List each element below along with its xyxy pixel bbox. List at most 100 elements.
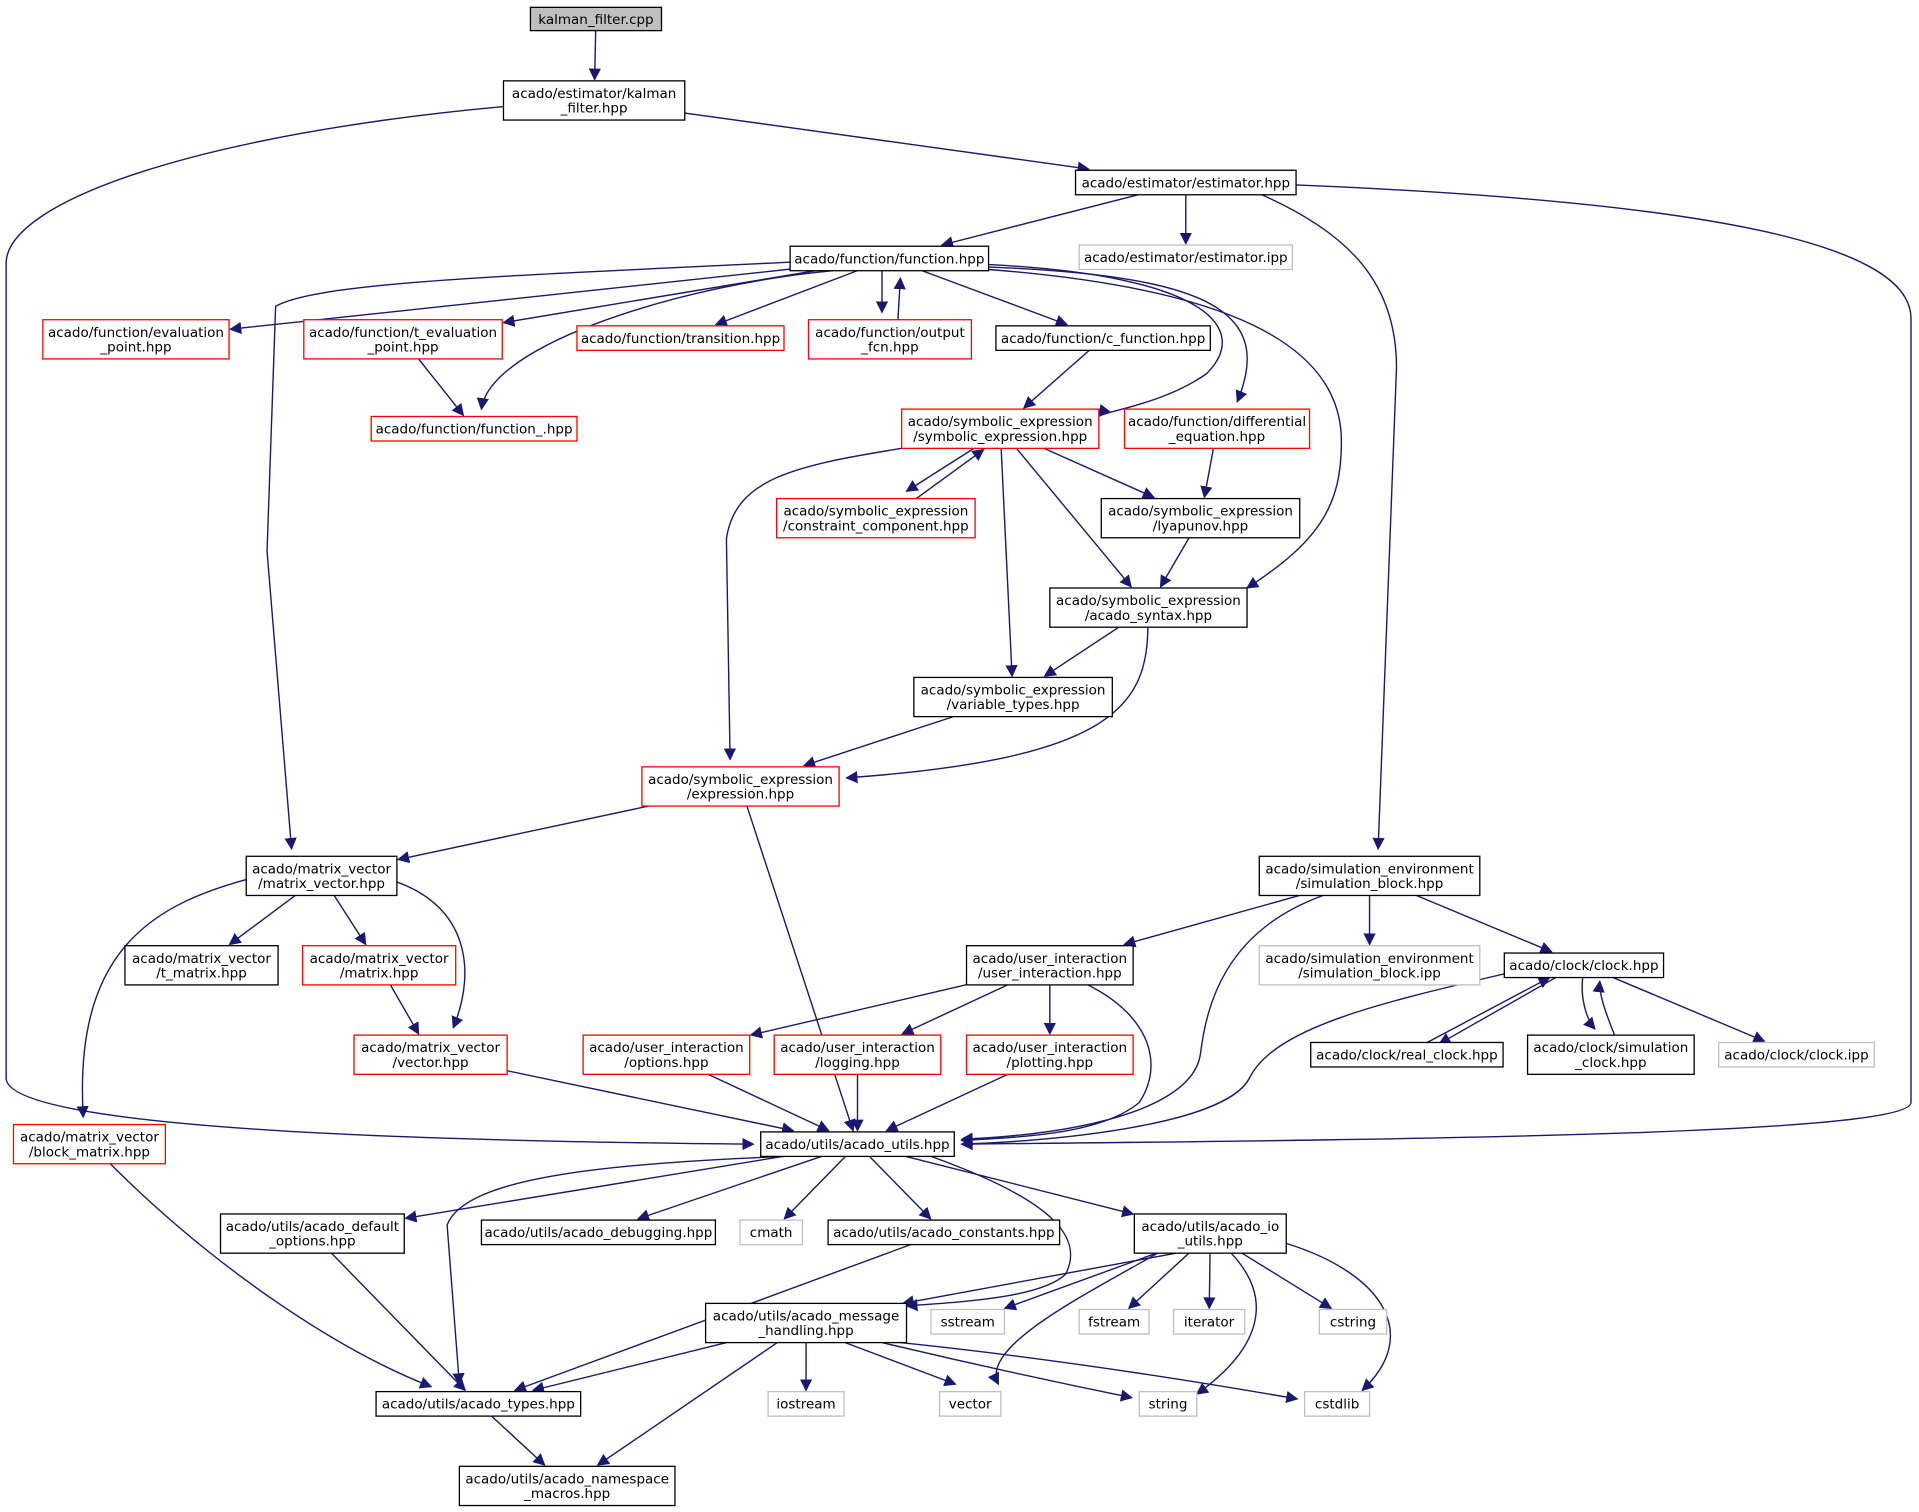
node-label-kalman_hpp: _filter.hpp	[560, 101, 628, 117]
node-t_matrix[interactable]: acado/matrix_vector/t_matrix.hpp	[124, 945, 279, 986]
node-real_clock[interactable]: acado/clock/real_clock.hpp	[1310, 1041, 1504, 1068]
edge-acado_syntax-to-expression	[845, 627, 1147, 784]
node-label-function_: acado/function/function_.hpp	[376, 422, 573, 438]
node-default_options[interactable]: acado/utils/acado_default_options.hpp	[219, 1213, 405, 1254]
node-variable_types[interactable]: acado/symbolic_expression/variable_types…	[913, 676, 1113, 718]
node-box-simulation_block_ipp	[1258, 945, 1481, 986]
node-box-cstring	[1318, 1308, 1388, 1335]
edge-acado_utils-to-debugging	[636, 1156, 822, 1222]
node-box-types	[375, 1390, 582, 1417]
node-c_function[interactable]: acado/function/c_function.hpp	[995, 325, 1211, 352]
node-symbolic_expression[interactable]: acado/symbolic_expression/symbolic_expre…	[900, 408, 1100, 449]
node-simulation_clock[interactable]: acado/clock/simulation_clock.hpp	[1526, 1034, 1695, 1075]
node-box-cmath	[739, 1219, 804, 1246]
node-function_[interactable]: acado/function/function_.hpp	[370, 415, 578, 442]
node-box-estimator_hpp	[1074, 169, 1297, 196]
node-box-simulation_clock	[1526, 1034, 1695, 1075]
node-constants[interactable]: acado/utils/acado_constants.hpp	[827, 1219, 1061, 1246]
node-label-io_utils: _utils.hpp	[1177, 1234, 1243, 1250]
node-cmath[interactable]: cmath	[739, 1219, 804, 1246]
node-constraint_component[interactable]: acado/symbolic_expression/constraint_com…	[776, 497, 976, 539]
node-label-estimator_ipp: acado/estimator/estimator.ipp	[1084, 250, 1288, 266]
node-namespace_macros[interactable]: acado/utils/acado_namespace_macros.hpp	[458, 1465, 676, 1507]
edge-estimator_hpp-to-function_hpp	[940, 195, 1138, 249]
node-user_interaction[interactable]: acado/user_interaction/user_interaction.…	[965, 945, 1134, 986]
node-options[interactable]: acado/user_interaction/options.hpp	[582, 1034, 751, 1075]
node-label-options: acado/user_interaction	[589, 1040, 744, 1056]
node-expression[interactable]: acado/symbolic_expression/expression.hpp	[641, 766, 840, 807]
node-iostream[interactable]: iostream	[767, 1390, 845, 1417]
node-vector_std[interactable]: vector	[938, 1390, 1002, 1417]
edge-estimator_hpp-to-acado_utils	[960, 185, 1911, 1151]
node-box-function_	[370, 415, 578, 442]
node-matrix[interactable]: acado/matrix_vector/matrix.hpp	[301, 945, 457, 986]
node-label-user_interaction: /user_interaction.hpp	[978, 965, 1122, 981]
node-acado_utils[interactable]: acado/utils/acado_utils.hpp	[760, 1131, 955, 1158]
node-label-simulation_clock: _clock.hpp	[1574, 1055, 1646, 1071]
node-box-function_hpp	[789, 245, 990, 272]
node-box-constraint_component	[776, 497, 976, 539]
node-output_fcn[interactable]: acado/function/output_fcn.hpp	[807, 319, 973, 360]
node-cstdlib[interactable]: cstdlib	[1303, 1390, 1371, 1417]
node-label-namespace_macros: _macros.hpp	[523, 1486, 610, 1502]
node-box-message_handling	[704, 1302, 908, 1344]
edge-clock_hpp-to-acado_utils	[960, 974, 1505, 1150]
node-evaluation_point[interactable]: acado/function/evaluation_point.hpp	[42, 319, 230, 360]
node-box-matrix	[301, 945, 457, 986]
edge-symbolic_expression-to-lyapunov	[1044, 448, 1155, 499]
node-clock_ipp[interactable]: acado/clock/clock.ipp	[1718, 1041, 1875, 1068]
node-simulation_block_ipp[interactable]: acado/simulation_environment/simulation_…	[1258, 945, 1481, 986]
node-logging[interactable]: acado/user_interaction/logging.hpp	[773, 1034, 942, 1075]
edge-function_hpp-to-matrix_vector	[267, 262, 790, 851]
node-box-block_matrix	[12, 1123, 167, 1165]
edge-acado_utils-to-default_options	[404, 1156, 782, 1223]
edge-lyapunov-to-acado_syntax	[1161, 538, 1190, 588]
edge-symbolic_expression-to-variable_types	[1001, 448, 1018, 678]
node-lyapunov[interactable]: acado/symbolic_expression/lyapunov.hpp	[1100, 497, 1301, 539]
edge-matrix-to-vector	[390, 985, 418, 1035]
node-fstream[interactable]: fstream	[1078, 1308, 1150, 1335]
node-plotting[interactable]: acado/user_interaction/plotting.hpp	[965, 1034, 1134, 1075]
edge-expression-to-acado_utils	[747, 806, 856, 1132]
node-estimator_hpp[interactable]: acado/estimator/estimator.hpp	[1074, 169, 1297, 196]
node-vector[interactable]: acado/matrix_vector/vector.hpp	[353, 1034, 508, 1075]
node-transition[interactable]: acado/function/transition.hpp	[576, 325, 785, 352]
node-label-constraint_component: /constraint_component.hpp	[783, 518, 969, 534]
edge-io_utils-to-cstdlib	[1286, 1243, 1390, 1392]
edge-user_interaction-to-acado_utils	[960, 985, 1151, 1146]
node-clock_hpp[interactable]: acado/clock/clock.hpp	[1503, 952, 1665, 979]
edge-acado_utils-to-io_utils	[906, 1156, 1135, 1218]
node-matrix_vector[interactable]: acado/matrix_vector/matrix_vector.hpp	[245, 855, 398, 897]
node-estimator_ipp[interactable]: acado/estimator/estimator.ipp	[1078, 244, 1294, 271]
node-block_matrix[interactable]: acado/matrix_vector/block_matrix.hpp	[12, 1123, 167, 1165]
node-types[interactable]: acado/utils/acado_types.hpp	[375, 1390, 582, 1417]
node-string_std[interactable]: string	[1138, 1390, 1198, 1417]
node-label-simulation_block_ipp: acado/simulation_environment	[1265, 951, 1473, 967]
node-box-real_clock	[1310, 1041, 1504, 1068]
node-function_hpp[interactable]: acado/function/function.hpp	[789, 245, 990, 272]
edge-function_hpp-to-differential_equation	[989, 267, 1248, 403]
node-iterator[interactable]: iterator	[1172, 1308, 1246, 1335]
node-label-kalman_hpp: acado/estimator/kalman	[512, 86, 676, 102]
node-label-estimator_hpp: acado/estimator/estimator.hpp	[1082, 175, 1290, 191]
node-debugging[interactable]: acado/utils/acado_debugging.hpp	[480, 1219, 717, 1246]
node-simulation_block[interactable]: acado/simulation_environment/simulation_…	[1258, 855, 1481, 897]
node-sstream[interactable]: sstream	[930, 1308, 1006, 1335]
node-cstring[interactable]: cstring	[1318, 1308, 1388, 1335]
node-box-string_std	[1138, 1390, 1198, 1417]
edge-default_options-to-types	[331, 1253, 467, 1392]
edge-io_utils-to-string_std	[1195, 1253, 1256, 1395]
node-kalman_hpp[interactable]: acado/estimator/kalman_filter.hpp	[502, 80, 686, 121]
node-message_handling[interactable]: acado/utils/acado_message_handling.hpp	[704, 1302, 908, 1344]
node-kalman_cpp[interactable]: kalman_filter.cpp	[529, 6, 663, 32]
node-t_evaluation_point[interactable]: acado/function/t_evaluation_point.hpp	[303, 319, 503, 360]
node-label-logging: /logging.hpp	[815, 1055, 900, 1071]
node-acado_syntax[interactable]: acado/symbolic_expression/acado_syntax.h…	[1049, 587, 1248, 628]
node-label-debugging: acado/utils/acado_debugging.hpp	[484, 1225, 712, 1241]
node-label-evaluation_point: acado/function/evaluation	[48, 325, 224, 341]
node-label-fstream: fstream	[1088, 1315, 1140, 1331]
node-differential_equation[interactable]: acado/function/differential_equation.hpp	[1123, 408, 1311, 449]
node-box-iterator	[1172, 1308, 1246, 1335]
edge-differential_equation-to-lyapunov	[1200, 448, 1213, 499]
node-io_utils[interactable]: acado/utils/acado_io_utils.hpp	[1133, 1213, 1287, 1254]
